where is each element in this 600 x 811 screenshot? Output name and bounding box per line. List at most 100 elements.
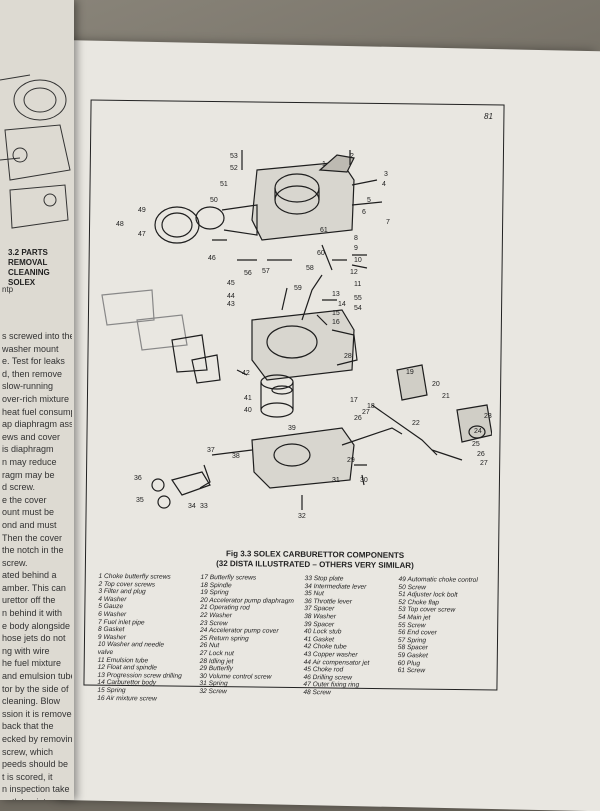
svg-text:55: 55 [354, 295, 362, 302]
figure-caption: Fig 3.3 SOLEX CARBURETTOR COMPONENTS (32… [195, 549, 435, 572]
left-page-line: back that the [2, 721, 54, 732]
legend-item: 32 Screw [199, 687, 227, 696]
svg-text:6: 6 [362, 209, 366, 216]
page-number: 81 [484, 112, 493, 121]
left-page-line: over-rich mixture [2, 393, 70, 404]
svg-text:22: 22 [412, 420, 420, 427]
svg-text:34: 34 [188, 503, 196, 510]
left-page-line: outlet points [2, 796, 72, 800]
left-page-line: d screw. [2, 482, 36, 493]
left-page-line: screw. [2, 557, 28, 568]
svg-text:8: 8 [354, 235, 358, 242]
svg-text:11: 11 [354, 281, 361, 288]
left-page-line: tor by the side of [2, 683, 69, 694]
left-page-line: n behind it with [2, 608, 63, 619]
left-page-line: cleaning. Blow [2, 696, 61, 707]
left-page-line: s screwed into the [2, 331, 72, 341]
left-page-line: heat fuel consumption [2, 406, 72, 417]
svg-text:37: 37 [207, 447, 215, 454]
svg-text:38: 38 [232, 453, 240, 460]
left-page-line: Then the cover [2, 532, 63, 543]
left-page-line: urettor off the [2, 595, 56, 606]
left-page-line: ond and must [2, 519, 57, 530]
left-page: 3.2 PARTS REMOVAL CLEANING SOLEX ntp s s… [0, 0, 74, 800]
svg-text:36: 36 [134, 475, 142, 482]
left-page-line: ount must be [2, 507, 55, 518]
svg-text:43: 43 [227, 301, 235, 308]
left-page-line: ssion it is removed [2, 708, 72, 719]
left-page-line: ews and cover [2, 431, 61, 442]
svg-text:56: 56 [244, 270, 252, 277]
left-page-line: ecked by removing [2, 734, 72, 744]
left-page-line: is diaphragm [2, 444, 54, 455]
left-page-small-text: ntp [2, 285, 14, 294]
svg-text:7: 7 [386, 219, 390, 226]
legend-item: 16 Air mixture screw [97, 694, 157, 703]
svg-text:5: 5 [367, 197, 371, 204]
left-page-heading: 3.2 PARTS REMOVAL CLEANING SOLEX [8, 248, 50, 287]
svg-text:60: 60 [317, 250, 325, 257]
legend-item: 61 Screw [397, 667, 426, 675]
svg-text:26: 26 [477, 451, 485, 458]
legend-item: 33 Stop plate [304, 575, 344, 583]
legend-item: 48 Screw [303, 688, 331, 697]
svg-text:19: 19 [406, 369, 414, 376]
svg-text:35: 35 [136, 497, 144, 504]
svg-text:58: 58 [306, 265, 314, 272]
svg-text:28: 28 [344, 353, 352, 360]
left-page-line: e body alongside [2, 620, 71, 631]
svg-text:50: 50 [210, 197, 218, 204]
svg-text:61: 61 [320, 227, 328, 234]
svg-text:20: 20 [432, 381, 440, 388]
svg-text:3: 3 [384, 171, 388, 178]
svg-text:33: 33 [200, 503, 208, 510]
svg-text:13: 13 [332, 291, 340, 298]
svg-text:54: 54 [354, 305, 362, 312]
svg-text:41: 41 [244, 395, 252, 402]
svg-text:12: 12 [350, 269, 358, 276]
svg-text:2: 2 [350, 153, 354, 160]
svg-text:47: 47 [138, 231, 146, 238]
left-page-line: slow-running [2, 381, 54, 392]
svg-text:39: 39 [288, 425, 296, 432]
left-page-line: d, then remove [2, 368, 63, 379]
svg-text:42: 42 [242, 370, 250, 377]
svg-text:29: 29 [347, 457, 355, 464]
left-page-line: amber. This can [2, 582, 66, 593]
svg-text:21: 21 [442, 393, 450, 400]
left-page-line: the notch in the [2, 545, 64, 556]
left-page-line: he fuel mixture [2, 658, 62, 669]
svg-text:10: 10 [354, 257, 362, 264]
svg-text:9: 9 [354, 245, 358, 252]
svg-text:27: 27 [480, 460, 488, 467]
left-page-line: n may reduce [2, 456, 57, 467]
left-page-line: ng with wire [2, 645, 50, 656]
left-page-line: hose jets do not [2, 633, 66, 644]
legend-item: 43 Copper washer [303, 650, 358, 659]
svg-text:44: 44 [227, 293, 235, 300]
svg-text:57: 57 [262, 268, 270, 275]
left-page-line: washer mount [2, 343, 59, 354]
svg-text:59: 59 [294, 285, 302, 292]
svg-text:14: 14 [338, 301, 346, 308]
left-page-line: peeds should be [2, 759, 69, 770]
left-page-line: e the cover [2, 494, 47, 505]
svg-text:52: 52 [230, 165, 238, 172]
svg-text:18: 18 [367, 403, 375, 410]
left-page-line: and emulsion tube [2, 671, 72, 682]
svg-text:23: 23 [484, 413, 492, 420]
svg-text:40: 40 [244, 407, 252, 414]
svg-text:16: 16 [332, 319, 340, 326]
svg-text:51: 51 [220, 181, 228, 188]
svg-text:15: 15 [332, 310, 340, 317]
svg-text:30: 30 [360, 477, 368, 484]
svg-text:31: 31 [332, 477, 340, 484]
left-page-illustration [0, 74, 71, 229]
svg-text:32: 32 [298, 513, 306, 520]
svg-text:24: 24 [474, 428, 482, 435]
